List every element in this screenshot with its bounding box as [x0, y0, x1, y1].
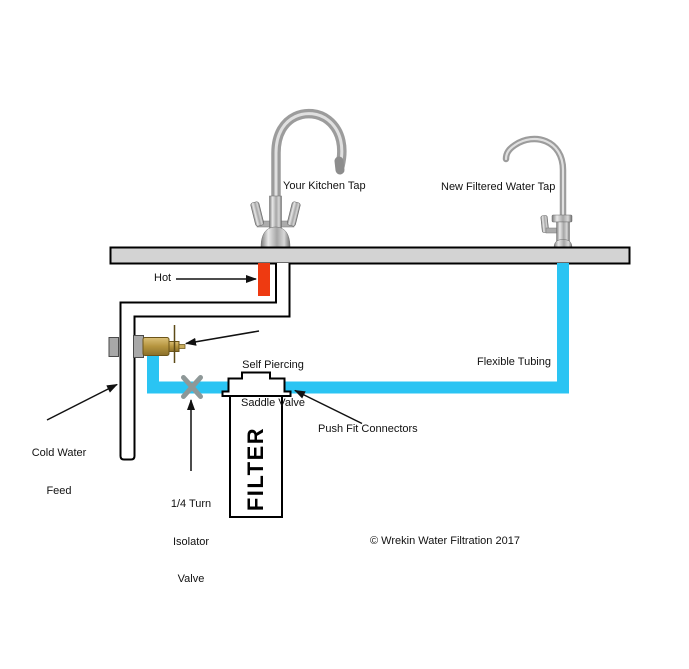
cold-water-pipe — [119, 263, 291, 461]
isolator-valve-stroke-2 — [181, 375, 203, 399]
push-fit-arrow — [294, 389, 363, 425]
saddle-valve-label-line2: Saddle Valve — [240, 396, 306, 409]
countertop — [109, 246, 631, 265]
filter-housing — [221, 371, 292, 518]
filtered-tap-base — [553, 239, 573, 249]
kitchen-tap-handle-left — [250, 201, 264, 227]
filtered-water-tap — [502, 135, 573, 249]
filtered-tap-spout-highlight — [504, 137, 565, 245]
kitchen-tap-spout-highlight — [274, 112, 344, 245]
push-fit-connectors-label: Push Fit Connectors — [318, 423, 418, 435]
copyright-label: © Wrekin Water Filtration 2017 — [370, 535, 520, 547]
flexible-tubing-pipe — [147, 263, 569, 394]
filter-cap — [221, 371, 292, 397]
saddle-valve-arrow — [185, 330, 260, 346]
saddle-valve-label: Self Piercing Saddle Valve — [241, 334, 305, 434]
filter-label: FILTER — [243, 426, 268, 512]
flexible-tubing-label: Flexible Tubing — [477, 356, 551, 368]
cold-water-feed-label-line2: Feed — [46, 484, 72, 497]
cold-water-feed-label-line1: Cold Water — [31, 447, 87, 459]
hot-label: Hot — [154, 272, 172, 284]
saddle-valve-pin — [178, 344, 186, 349]
filtered-tap-label: New Filtered Water Tap — [441, 181, 556, 193]
saddle-valve-flange-left — [108, 337, 119, 357]
isolator-valve-label-line1: 1/4 Turn — [170, 498, 212, 510]
kitchen-tap-handle-right — [287, 201, 301, 227]
cold-feed-arrow — [46, 383, 118, 421]
isolator-valve-label: 1/4 Turn Isolator Valve — [171, 473, 211, 611]
isolator-valve-label-line2: Isolator — [172, 535, 210, 548]
cold-water-feed-label: Cold Water Feed — [32, 422, 87, 522]
filter-body — [229, 395, 283, 518]
kitchen-tap — [250, 108, 347, 248]
filtered-tap-collar — [551, 214, 573, 223]
isolator-valve — [181, 375, 203, 399]
saddle-valve-body — [142, 337, 170, 356]
kitchen-tap-nozzle — [334, 156, 345, 175]
saddle-valve — [108, 325, 186, 363]
kitchen-tap-label: Your Kitchen Tap — [283, 180, 366, 192]
saddle-valve-flange-right — [133, 335, 144, 358]
hot-water-pipe — [258, 263, 270, 296]
kitchen-tap-base — [260, 226, 291, 248]
saddle-valve-label-line1: Self Piercing — [242, 359, 304, 371]
filtered-tap-handle-arm — [545, 227, 559, 234]
isolator-valve-label-line3: Valve — [177, 573, 205, 585]
